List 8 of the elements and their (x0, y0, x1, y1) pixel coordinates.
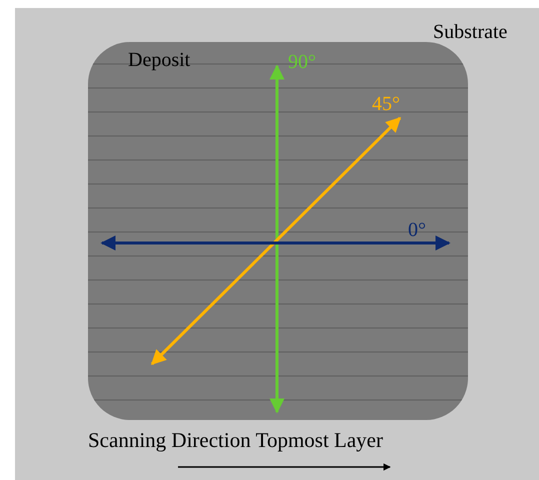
region-label: Deposit (128, 50, 190, 70)
angle-label: 45° (372, 94, 400, 114)
caption-text: Scanning Direction Topmost Layer (88, 430, 383, 451)
substrate-plate (15, 8, 539, 480)
deposit-region (88, 42, 468, 420)
region-label: Substrate (433, 22, 508, 42)
angle-label: 90° (288, 52, 316, 72)
angle-label: 0° (408, 220, 426, 240)
